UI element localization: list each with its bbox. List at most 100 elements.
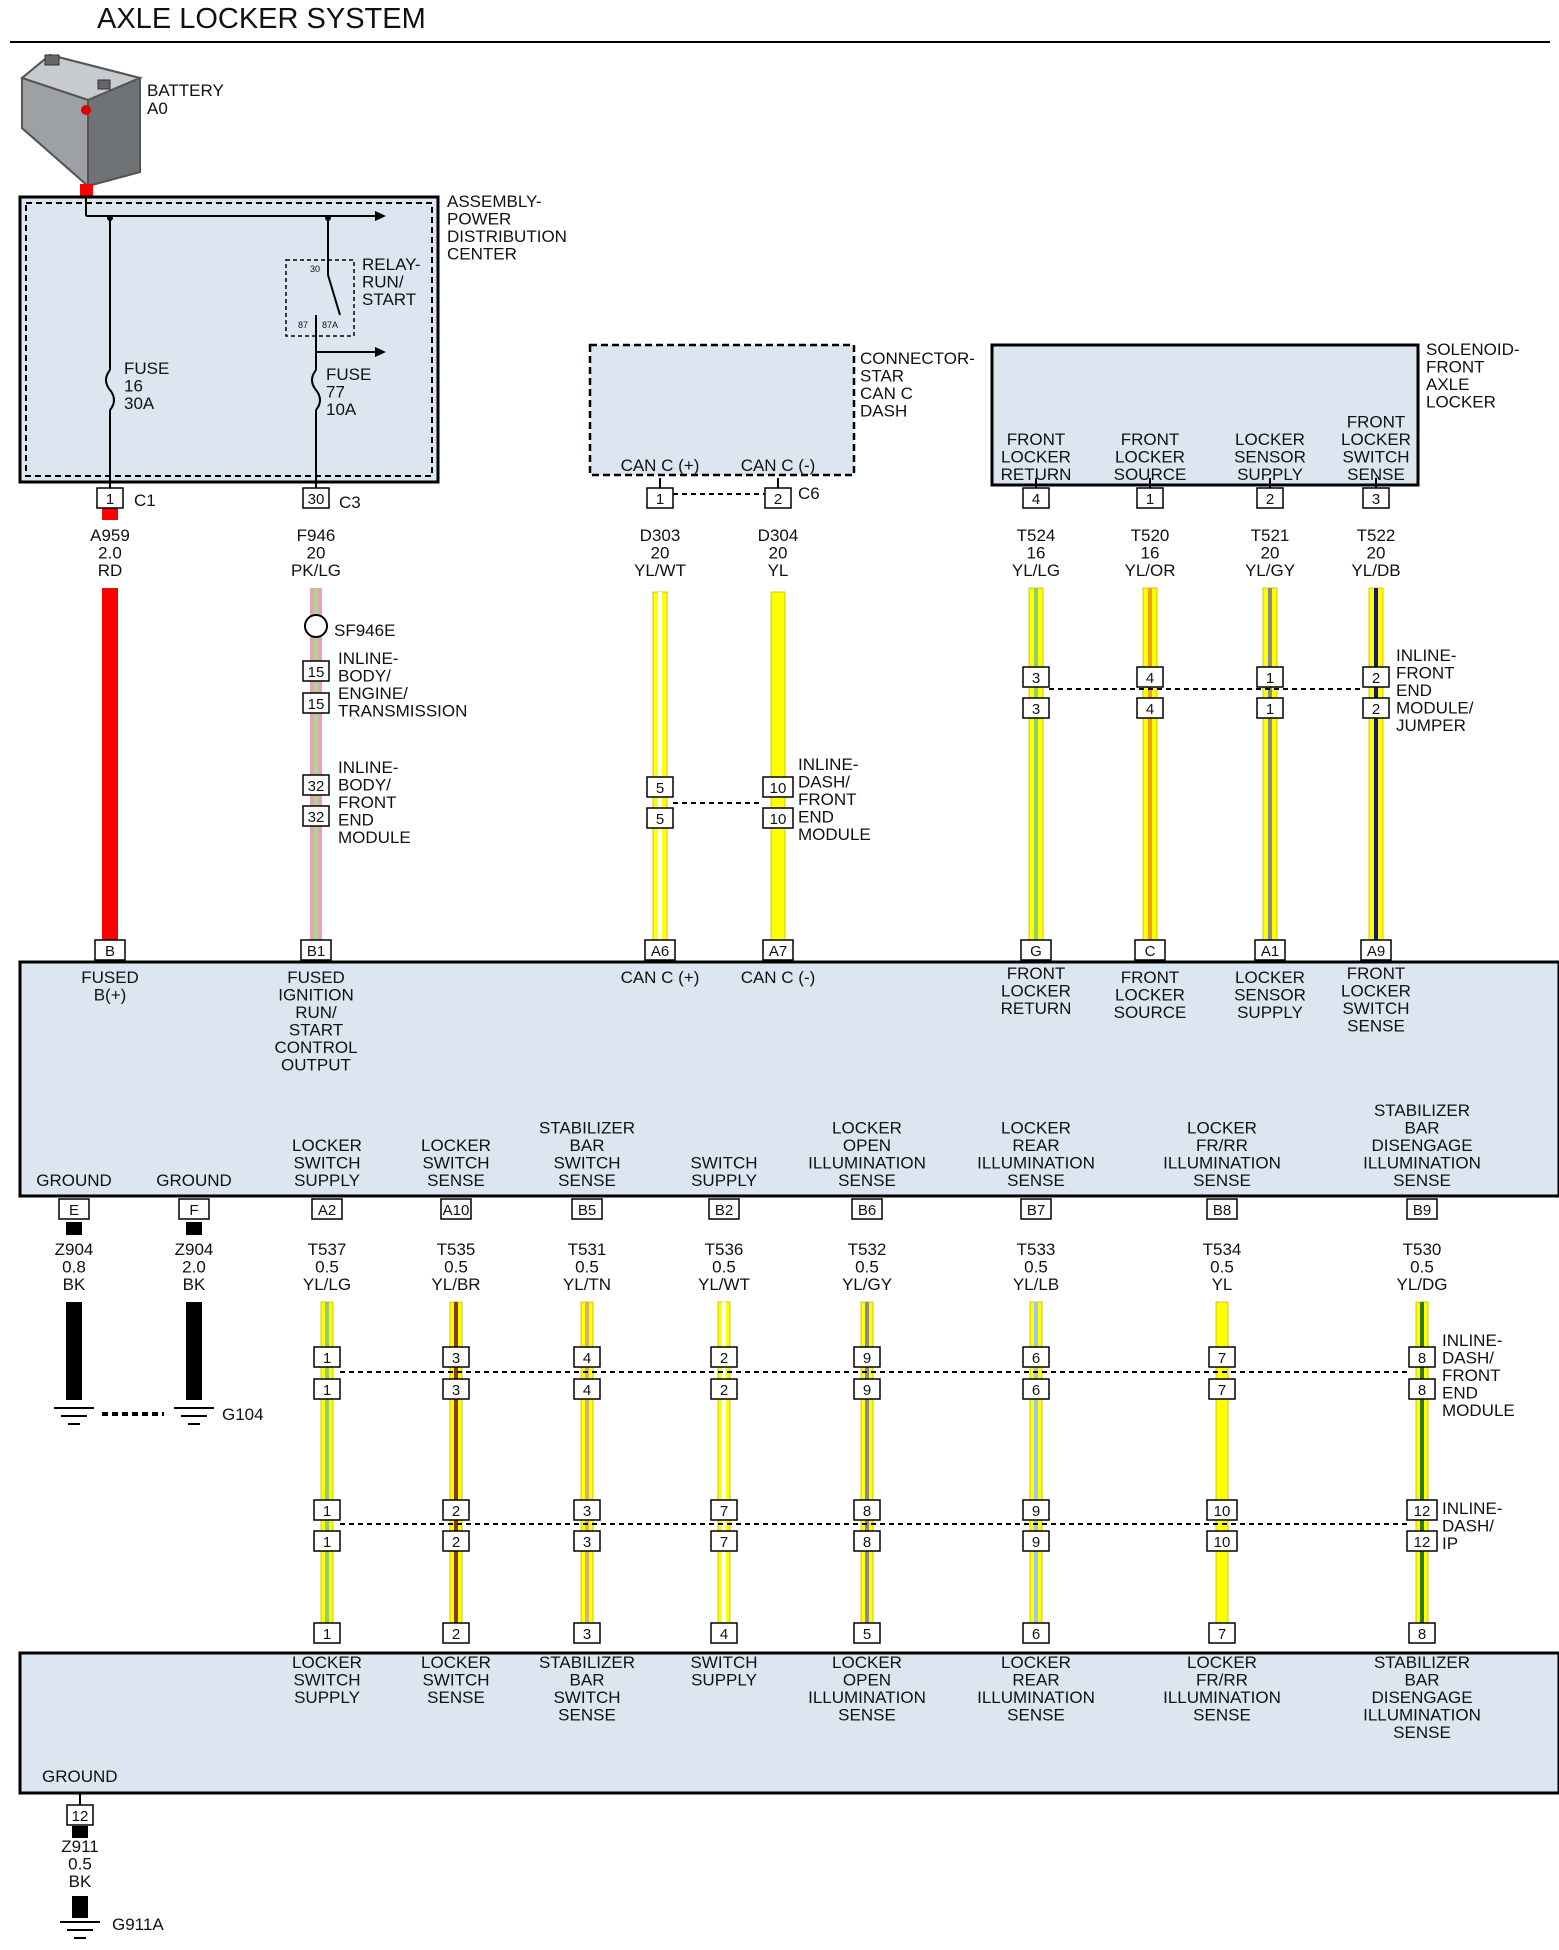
star-pin-can-minus-label: CAN C (-) xyxy=(741,456,816,475)
wire-a959 xyxy=(102,588,118,940)
inline-dash-ip-pin-1a-box xyxy=(442,1499,470,1521)
inline-dash-ip-label-line-2: IP xyxy=(1442,1534,1458,1553)
module-bottom-label-4-line-1: BAR xyxy=(570,1136,605,1155)
switch-label-0-line-0: LOCKER xyxy=(292,1653,362,1672)
module-bottom-pin-3-box xyxy=(440,1198,472,1220)
relay-pin-87a: 87A xyxy=(322,320,338,330)
module-bottom-label-2-line-2: SUPPLY xyxy=(294,1171,360,1190)
inline-front-jumper-pin-3a-box xyxy=(1362,666,1390,688)
lower-wire-6-line-1: 0.5 xyxy=(855,1258,879,1277)
relay-name-line-0: RELAY- xyxy=(362,255,421,274)
upper-wire-1-line-0: F946 xyxy=(297,526,336,545)
top-pin-5-box xyxy=(1136,487,1164,509)
inline-front-jumper-pin-1b-box xyxy=(1136,697,1164,719)
module-bottom-pin-3: A10 xyxy=(443,1202,470,1219)
top-pin-3: 2 xyxy=(774,491,782,508)
inline-dash-front-lower-label-line-2: FRONT xyxy=(1442,1366,1501,1385)
inline-dash-front-upper-label-line-1: DASH/ xyxy=(798,773,850,792)
inline-dash-front-lower-pin-7b: 8 xyxy=(1418,1382,1426,1399)
inline-front-jumper-label-line-3: MODULE/ xyxy=(1396,699,1474,718)
module-bottom-label-8-line-3: SENSE xyxy=(1193,1171,1251,1190)
top-pin-1: 30 xyxy=(308,491,325,508)
solenoid-pin-label-0-line-2: RETURN xyxy=(1001,465,1072,484)
switch-label-2-line-2: SWITCH xyxy=(553,1688,620,1707)
upper-wire-4-line-0: T524 xyxy=(1017,526,1056,545)
module-bottom-label-3-line-0: LOCKER xyxy=(421,1136,491,1155)
module-top-label-0-line-1: B(+) xyxy=(94,986,127,1005)
solenoid-name-line-3: LOCKER xyxy=(1426,393,1496,412)
inline-dash-front-lower-label-line-3: END xyxy=(1442,1384,1478,1403)
splice-sf946e xyxy=(304,614,328,638)
module-bottom-label-8-line-1: FR/RR xyxy=(1196,1136,1248,1155)
switch-label-7-line-4: SENSE xyxy=(1393,1723,1451,1742)
top-pin-7-box xyxy=(1362,487,1390,509)
switch-label-7-line-0: STABILIZER xyxy=(1374,1653,1470,1672)
inline-dash-ip-pin-7a: 12 xyxy=(1414,1503,1431,1520)
module-top-label-4-line-2: RETURN xyxy=(1001,999,1072,1018)
module-top-pin-0: B xyxy=(105,943,115,960)
wire-d303-stripe xyxy=(658,592,662,940)
lower-signal-wire-4-stripe xyxy=(865,1302,869,1625)
module-top-pin-3-box xyxy=(762,939,794,961)
solenoid-front-axle-locker xyxy=(990,343,1420,487)
wire-f946-stripe xyxy=(314,588,318,940)
module-top-pin-7-box xyxy=(1360,939,1392,961)
module-bottom-label-4-line-2: SWITCH xyxy=(553,1154,620,1173)
inline-dash-front-lower-pin-6a-box xyxy=(1208,1346,1236,1368)
relay-pin-30: 30 xyxy=(310,264,320,274)
fuse16-line-2: 30A xyxy=(124,394,155,413)
switch-label-0-line-2: SUPPLY xyxy=(294,1688,360,1707)
inline-front-jumper-pin-2b: 1 xyxy=(1266,701,1274,718)
inline-body-engine-pin-b: 15 xyxy=(308,696,325,713)
inline-dash-ip-pin-1b: 2 xyxy=(452,1534,460,1551)
inline-dash-front-upper-pin-5b: 5 xyxy=(656,811,664,828)
relay-name-line-2: START xyxy=(362,290,416,309)
inline-body-front-pin-a: 32 xyxy=(308,778,325,795)
inline-dash-ip-pin-6a: 10 xyxy=(1214,1503,1231,1520)
module-bottom-label-7-line-3: SENSE xyxy=(1007,1171,1065,1190)
wire-t524-stripe xyxy=(1034,588,1038,940)
inline-dash-ip-pin-0a-box xyxy=(313,1499,341,1521)
lower-wire-6-line-0: T532 xyxy=(848,1240,887,1259)
wire-t522-stripe xyxy=(1374,588,1378,940)
switch-pin-3: 4 xyxy=(720,1626,728,1643)
switch-pin-0: 1 xyxy=(323,1626,331,1643)
switch-label-2-line-1: BAR xyxy=(570,1671,605,1690)
ground-g911a-label: G911A xyxy=(112,1915,164,1934)
switch-pin-2-box xyxy=(573,1622,601,1644)
power-distribution-center xyxy=(18,195,440,484)
switch-pin-4-box xyxy=(853,1622,881,1644)
switch-ground-wire-line-2: BK xyxy=(69,1872,92,1891)
switch-label-4-line-2: ILLUMINATION xyxy=(808,1688,926,1707)
inline-dash-front-upper-label-line-0: INLINE- xyxy=(798,755,858,774)
battery-cable xyxy=(80,184,93,198)
inline-body-engine-label-line-1: BODY/ xyxy=(338,667,391,686)
module-bottom-label-6-line-0: LOCKER xyxy=(832,1119,902,1138)
solenoid-pin-label-3-line-1: LOCKER xyxy=(1341,430,1411,449)
inline-body-engine-label-line-2: ENGINE/ xyxy=(338,684,408,703)
lower-wire-2-line-2: YL/LG xyxy=(303,1275,351,1294)
solenoid-pin-label-2-line-0: LOCKER xyxy=(1235,430,1305,449)
module-bottom-label-5-line-0: SWITCH xyxy=(690,1154,757,1173)
inline-dash-front-lower-pin-6b: 7 xyxy=(1218,1382,1226,1399)
inline-dash-front-lower-pin-5a: 6 xyxy=(1032,1350,1040,1367)
module-top-pin-6: A1 xyxy=(1261,943,1279,960)
module-bottom-label-8-line-0: LOCKER xyxy=(1187,1119,1257,1138)
upper-wire-2-line-1: 20 xyxy=(651,544,670,563)
inline-dash-front-upper-label-line-2: FRONT xyxy=(798,790,857,809)
inline-dash-ip-pin-3a: 7 xyxy=(720,1503,728,1520)
inline-body-front-pin-a-box xyxy=(302,774,330,796)
lower-wire-0-line-0: Z904 xyxy=(55,1240,94,1259)
inline-dash-front-lower-pin-5b: 6 xyxy=(1032,1382,1040,1399)
inline-front-jumper-pin-3b: 2 xyxy=(1372,701,1380,718)
axle-locker-switch-module xyxy=(18,1651,1559,1795)
diagram-title: AXLE LOCKER SYSTEM xyxy=(97,3,426,35)
module-bottom-pin-8-box xyxy=(1206,1198,1238,1220)
switch-label-1-line-1: SWITCH xyxy=(422,1671,489,1690)
module-bottom-pin-5-box xyxy=(708,1198,740,1220)
module-top-label-3-line-0: CAN C (-) xyxy=(741,968,816,987)
inline-dash-front-lower-pin-4b: 9 xyxy=(863,1382,871,1399)
module-top-pin-7: A9 xyxy=(1367,943,1385,960)
inline-front-jumper-pin-3a: 2 xyxy=(1372,670,1380,687)
star-name-line-1: STAR xyxy=(860,367,904,386)
